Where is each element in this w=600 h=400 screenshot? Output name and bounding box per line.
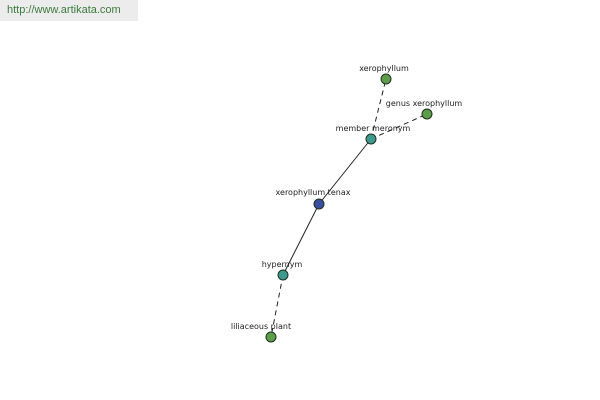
node-member-meronym[interactable] xyxy=(365,133,377,145)
label-xerophyllum-tenax: xerophyllum tenax xyxy=(276,188,351,197)
node-liliaceous-plant[interactable] xyxy=(265,331,277,343)
node-xerophyllum[interactable] xyxy=(380,73,392,85)
edge-tenax-hypernym xyxy=(282,203,320,276)
edge-member-meronym-xerophyllum xyxy=(370,78,387,140)
label-member-meronym: member meronym xyxy=(336,124,411,133)
edge-member-meronym-genus-xerophyllum xyxy=(370,113,428,140)
label-xerophyllum: xerophyllum xyxy=(359,64,409,73)
node-genus-xerophyllum[interactable] xyxy=(421,108,433,120)
label-hypernym: hypernym xyxy=(262,260,303,269)
watermark-link: http://www.artikata.com xyxy=(0,0,138,21)
node-xerophyllum-tenax[interactable] xyxy=(313,198,325,210)
edge-hypernym-liliaceous-plant xyxy=(270,274,284,338)
edge-tenax-member-meronym xyxy=(318,138,372,205)
label-liliaceous-plant: liliaceous plant xyxy=(231,322,291,331)
node-hypernym[interactable] xyxy=(277,269,289,281)
label-genus-xerophyllum: genus xerophyllum xyxy=(386,99,463,108)
